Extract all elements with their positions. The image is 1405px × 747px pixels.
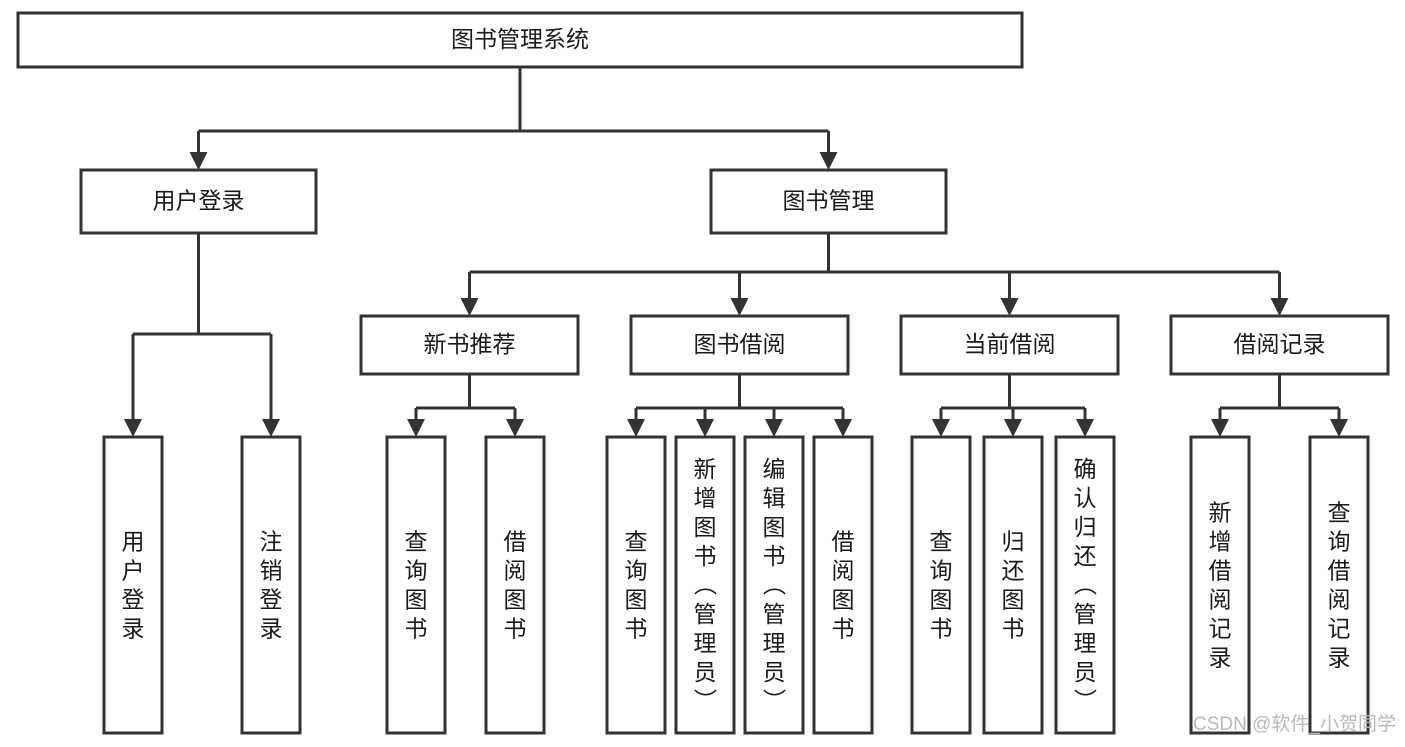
node-leaf-current-confirm[interactable]: 确认归还（管理员） <box>1054 435 1116 735</box>
node-leaf-current-query[interactable]: 查询图书 <box>910 435 972 735</box>
node-root[interactable]: 图书管理系统 <box>16 11 1024 69</box>
node-label: 借阅图书 <box>832 529 855 642</box>
node-label: 新书推荐 <box>424 331 516 357</box>
node-leaf-record-query[interactable]: 查询借阅记录 <box>1308 435 1370 735</box>
node-label: 图书管理系统 <box>451 26 589 52</box>
node-label: 注销登录 <box>260 529 283 642</box>
node-box <box>812 435 874 735</box>
node-layer: 图书管理系统用户登录图书管理新书推荐图书借阅当前借阅借阅记录用户登录注销登录查询… <box>16 11 1390 735</box>
node-leaf-current-return[interactable]: 归还图书 <box>982 435 1044 735</box>
node-box <box>16 11 1024 69</box>
node-newbook[interactable]: 新书推荐 <box>359 314 580 376</box>
node-box <box>629 314 850 376</box>
node-box <box>1054 435 1116 735</box>
node-box <box>240 435 302 735</box>
node-label: 确认归还（管理员） <box>1074 456 1098 714</box>
node-login[interactable]: 用户登录 <box>79 168 318 235</box>
node-box <box>709 168 948 235</box>
node-label: 归还图书 <box>1002 529 1025 642</box>
node-label: 查询图书 <box>930 529 953 642</box>
node-label: 借阅记录 <box>1234 331 1326 357</box>
node-leaf-borrow-edit[interactable]: 编辑图书（管理员） <box>743 435 805 735</box>
node-label: 新增借阅记录 <box>1209 500 1232 671</box>
node-box <box>484 435 546 735</box>
node-leaf-record-add[interactable]: 新增借阅记录 <box>1189 435 1251 735</box>
node-label: 编辑图书（管理员） <box>763 456 787 714</box>
node-borrow[interactable]: 图书借阅 <box>629 314 850 376</box>
node-label: 图书借阅 <box>694 331 786 357</box>
node-box <box>79 168 318 235</box>
node-label: 图书管理 <box>783 188 875 214</box>
node-box <box>385 435 447 735</box>
connector-layer <box>124 67 1348 437</box>
node-box <box>359 314 580 376</box>
node-leaf-user-login[interactable]: 用户登录 <box>102 435 164 735</box>
node-label: 当前借阅 <box>964 331 1056 357</box>
node-leaf-new-borrow[interactable]: 借阅图书 <box>484 435 546 735</box>
node-label: 查询图书 <box>405 529 428 642</box>
node-box <box>899 314 1120 376</box>
node-box <box>910 435 972 735</box>
node-box <box>674 435 736 735</box>
node-leaf-borrow-query[interactable]: 查询图书 <box>605 435 667 735</box>
node-box <box>605 435 667 735</box>
node-bookmgmt[interactable]: 图书管理 <box>709 168 948 235</box>
node-box <box>1169 314 1390 376</box>
node-label: 用户登录 <box>153 188 245 214</box>
node-box <box>1189 435 1251 735</box>
node-leaf-borrow-lend[interactable]: 借阅图书 <box>812 435 874 735</box>
node-current[interactable]: 当前借阅 <box>899 314 1120 376</box>
node-leaf-borrow-add[interactable]: 新增图书（管理员） <box>674 435 736 735</box>
node-label: 用户登录 <box>122 529 145 642</box>
node-box <box>982 435 1044 735</box>
node-label: 借阅图书 <box>504 529 527 642</box>
node-box <box>1308 435 1370 735</box>
node-box <box>102 435 164 735</box>
node-leaf-new-query[interactable]: 查询图书 <box>385 435 447 735</box>
node-label: 查询图书 <box>625 529 648 642</box>
node-box <box>743 435 805 735</box>
node-label: 新增图书（管理员） <box>694 456 718 714</box>
node-records[interactable]: 借阅记录 <box>1169 314 1390 376</box>
node-label: 查询借阅记录 <box>1328 500 1351 671</box>
node-leaf-user-logout[interactable]: 注销登录 <box>240 435 302 735</box>
csdn-watermark: CSDN @软件_小贺同学 <box>1193 713 1396 735</box>
